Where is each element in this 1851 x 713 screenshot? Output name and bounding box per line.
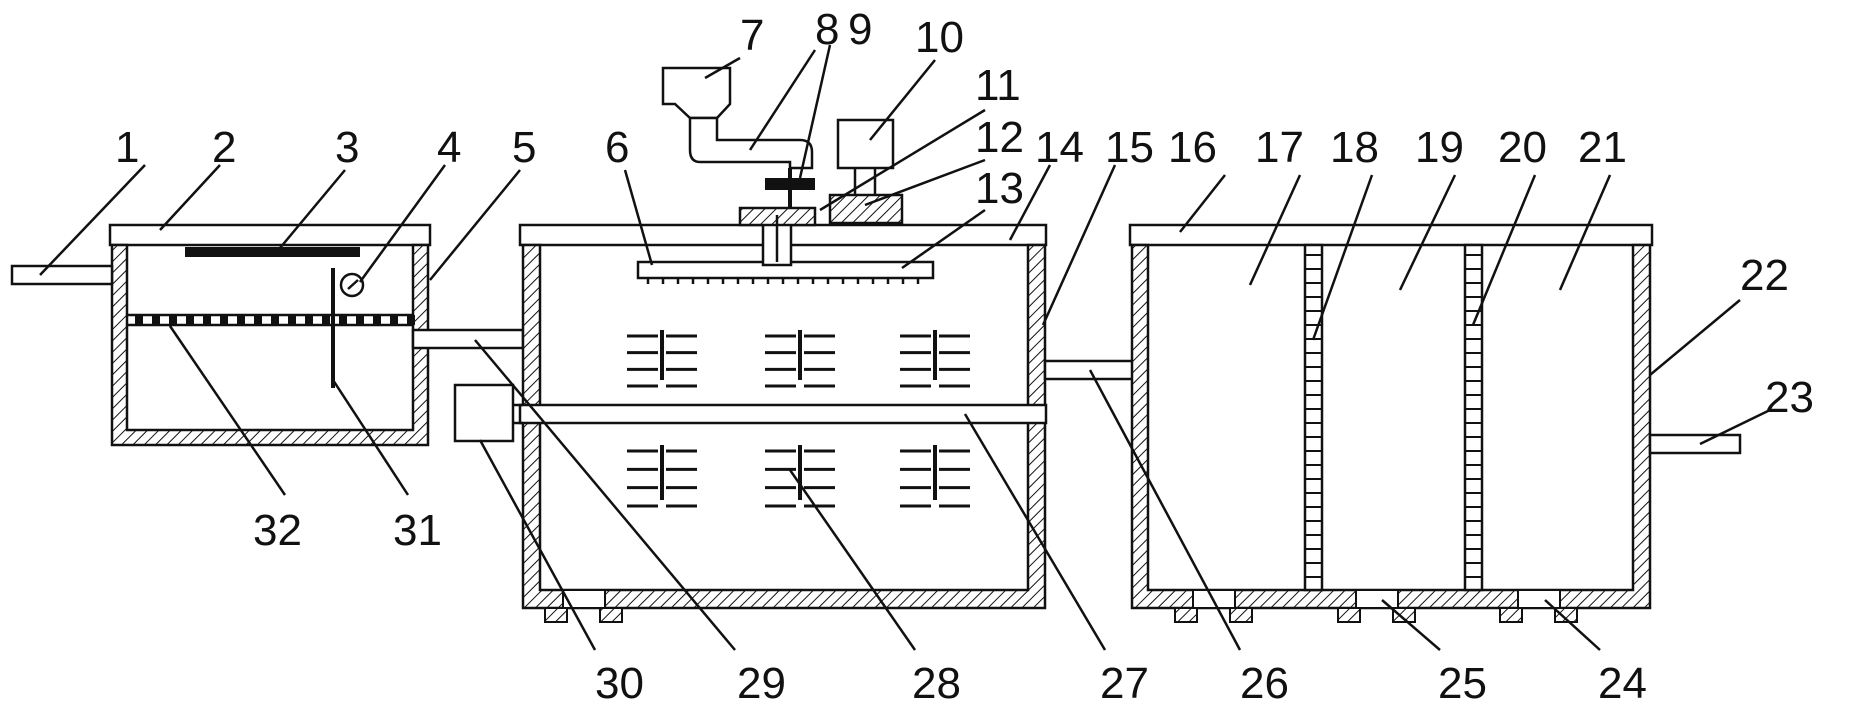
sieve-hole bbox=[390, 315, 398, 325]
sieve-hole bbox=[220, 315, 228, 325]
sieve-hole bbox=[169, 315, 177, 325]
support-foot bbox=[1499, 607, 1523, 623]
support-foot bbox=[1174, 607, 1198, 623]
support-foot bbox=[1392, 607, 1416, 623]
leader-lines bbox=[39, 44, 1771, 651]
label-19: 19 bbox=[1415, 123, 1464, 172]
sieve-hole bbox=[186, 315, 194, 325]
label-23: 23 bbox=[1765, 373, 1814, 422]
label-26: 26 bbox=[1240, 659, 1289, 708]
label-11: 11 bbox=[975, 61, 1021, 110]
pipe-29 bbox=[411, 328, 525, 350]
pipe-26 bbox=[1043, 359, 1147, 381]
support-foot bbox=[1554, 607, 1578, 623]
label-1: 1 bbox=[115, 123, 139, 172]
label-3: 3 bbox=[335, 123, 359, 172]
part-labels: 1 2 3 4 5 6 7 8 9 10 11 12 13 14 15 16 1… bbox=[115, 5, 1814, 708]
support-foot bbox=[1337, 607, 1361, 623]
sieve-hole bbox=[373, 315, 381, 325]
left-tank bbox=[10, 223, 432, 447]
label-20: 20 bbox=[1498, 123, 1547, 172]
label-10: 10 bbox=[915, 13, 964, 62]
label-22: 22 bbox=[1740, 251, 1789, 300]
drain-valve bbox=[1355, 589, 1399, 609]
sieve-hole bbox=[271, 315, 279, 325]
sieve-hole bbox=[203, 315, 211, 325]
middle-tank bbox=[453, 66, 1048, 623]
label-15: 15 bbox=[1105, 123, 1154, 172]
label-27: 27 bbox=[1100, 659, 1149, 708]
support-foot bbox=[1229, 607, 1253, 623]
sieve-hole bbox=[152, 315, 160, 325]
sieve-hole bbox=[135, 315, 143, 325]
label-5: 5 bbox=[512, 123, 536, 172]
label-17: 17 bbox=[1255, 123, 1304, 172]
label-18: 18 bbox=[1330, 123, 1379, 172]
label-24: 24 bbox=[1598, 659, 1647, 708]
label-29: 29 bbox=[737, 659, 786, 708]
drain-valve bbox=[562, 589, 606, 609]
label-28: 28 bbox=[912, 659, 961, 708]
drain-valve bbox=[1517, 589, 1561, 609]
label-13: 13 bbox=[975, 164, 1024, 213]
right-tank bbox=[1128, 223, 1742, 623]
label-14: 14 bbox=[1035, 123, 1084, 172]
sieve-hole bbox=[339, 315, 347, 325]
label-4: 4 bbox=[437, 123, 461, 172]
label-7: 7 bbox=[740, 11, 764, 60]
label-6: 6 bbox=[605, 123, 629, 172]
label-21: 21 bbox=[1578, 123, 1627, 172]
sieve-hole bbox=[407, 315, 415, 325]
support-foot bbox=[599, 607, 623, 623]
label-32: 32 bbox=[253, 506, 302, 555]
label-30: 30 bbox=[595, 659, 644, 708]
label-31: 31 bbox=[393, 506, 442, 555]
sieve-hole bbox=[288, 315, 296, 325]
support-foot bbox=[544, 607, 568, 623]
label-16: 16 bbox=[1168, 123, 1217, 172]
sieve-hole bbox=[305, 315, 313, 325]
label-9: 9 bbox=[848, 5, 872, 54]
label-8: 8 bbox=[815, 5, 839, 54]
label-25: 25 bbox=[1438, 659, 1487, 708]
sieve-hole bbox=[237, 315, 245, 325]
label-12: 12 bbox=[975, 113, 1024, 162]
label-2: 2 bbox=[212, 123, 236, 172]
sieve-hole bbox=[254, 315, 262, 325]
sieve-hole bbox=[322, 315, 330, 325]
sieve-hole bbox=[356, 315, 364, 325]
